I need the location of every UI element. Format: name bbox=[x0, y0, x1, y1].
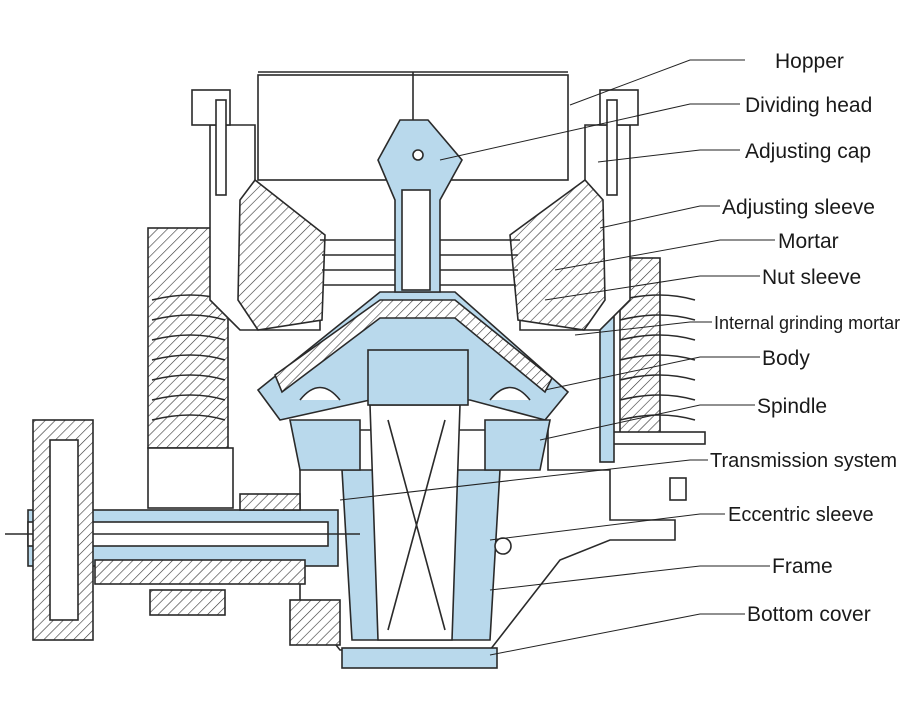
mortar-drawing bbox=[237, 178, 606, 331]
label-dividing-head: Dividing head bbox=[745, 94, 872, 117]
label-internal-grinding-mortar: Internal grinding mortar bbox=[714, 313, 900, 333]
right-body-drawing bbox=[599, 257, 706, 501]
transmission-drawing bbox=[5, 419, 360, 641]
label-adjusting-sleeve: Adjusting sleeve bbox=[722, 196, 875, 219]
leader-lines bbox=[339, 59, 775, 656]
label-hopper: Hopper bbox=[775, 50, 844, 73]
label-transmission-system: Transmission system bbox=[710, 450, 897, 472]
label-bottom-cover: Bottom cover bbox=[747, 603, 871, 626]
label-mortar: Mortar bbox=[778, 230, 839, 253]
label-group: Hopper Dividing head Adjusting cap Adjus… bbox=[710, 50, 900, 626]
label-nut-sleeve: Nut sleeve bbox=[762, 266, 861, 289]
label-body: Body bbox=[762, 347, 810, 370]
label-frame: Frame bbox=[772, 555, 833, 578]
label-spindle: Spindle bbox=[757, 395, 827, 418]
label-eccentric-sleeve: Eccentric sleeve bbox=[728, 504, 874, 526]
spindle-drawing bbox=[367, 119, 469, 641]
label-adjusting-cap: Adjusting cap bbox=[745, 140, 871, 163]
